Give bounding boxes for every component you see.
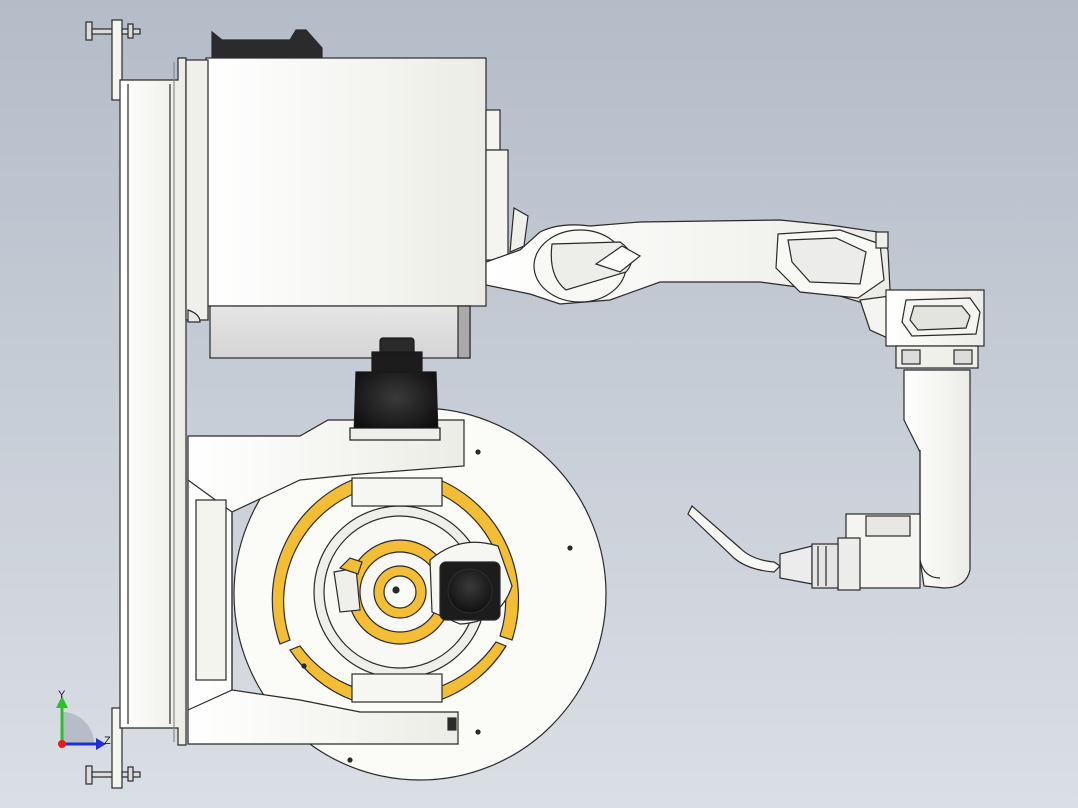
base-frame	[85, 19, 187, 789]
axis-triad: Y Z	[56, 689, 111, 750]
z-axis-arrow-icon	[96, 738, 106, 750]
positioner-turntable	[187, 407, 607, 781]
robot-body	[185, 29, 509, 359]
y-axis-arrow-icon	[56, 696, 68, 708]
welding-torch	[687, 505, 839, 589]
y-axis-label: Y	[58, 689, 66, 701]
top-bolt-assembly	[85, 19, 141, 101]
wrist	[837, 289, 985, 591]
upper-arm	[485, 207, 905, 341]
servo-motor	[349, 337, 441, 441]
bottom-bolt-assembly	[85, 707, 141, 789]
z-axis-label: Z	[104, 735, 111, 747]
x-axis-origin	[58, 740, 66, 748]
